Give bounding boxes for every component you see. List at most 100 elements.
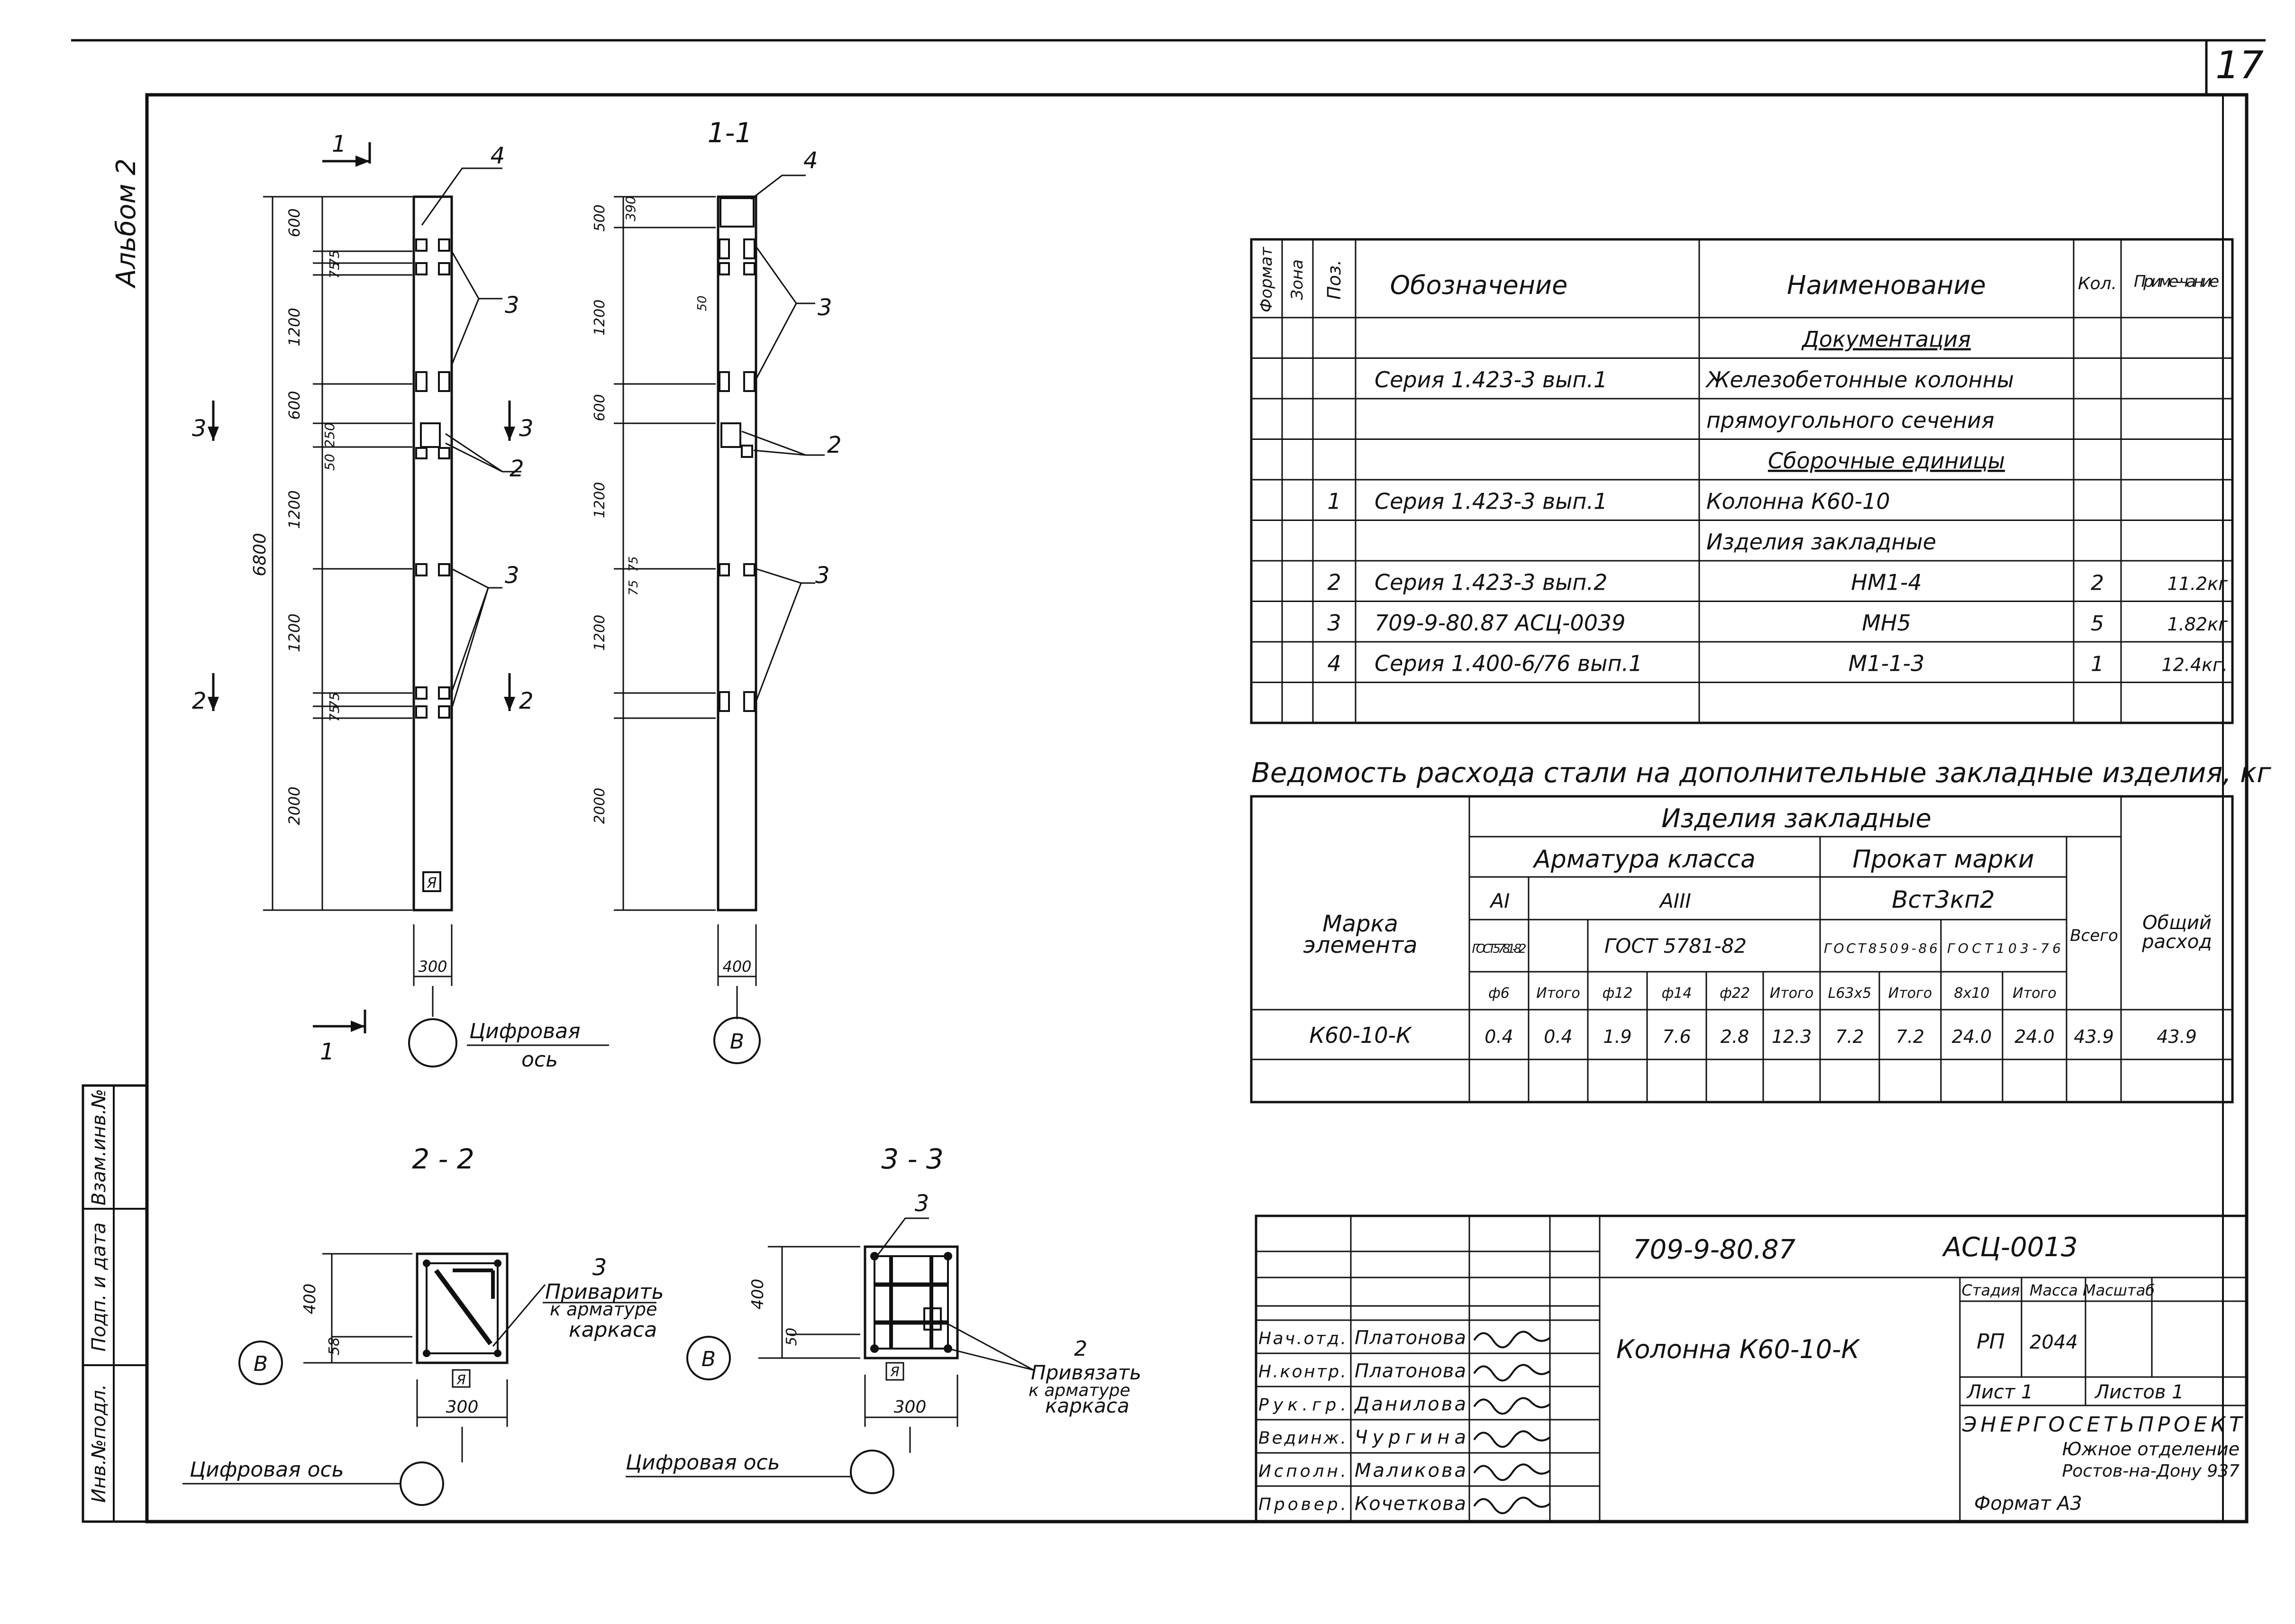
- steel-value: 0.4: [1544, 1026, 1572, 1047]
- title-block: 709-9-80.87 АСЦ-0013 Колонна К60-10-К Ст…: [1255, 1214, 2248, 1523]
- spec-row-qty: 1: [2091, 652, 2104, 676]
- steel-class-ai: АI: [1489, 889, 1510, 912]
- section-1-1-title: 1-1: [708, 117, 753, 149]
- stamp-inv-no: Инв.№подл.: [88, 1384, 110, 1503]
- spec-row-name: Сборочные единицы: [1768, 448, 2005, 474]
- dim-width-300: 300: [418, 958, 447, 976]
- steel-value: 1.9: [1603, 1026, 1631, 1047]
- s3-axis-caption: Цифровая ось: [626, 1451, 780, 1475]
- steel-value: 12.3: [1772, 1026, 1812, 1047]
- spec-row-pos: 2: [1327, 570, 1341, 595]
- sec-dim-75b: 75: [627, 580, 641, 595]
- sec-dim-width-400: 400: [722, 958, 751, 976]
- spec-row-pos: 1: [1327, 489, 1341, 514]
- s3-axis-bubble-bottom: [850, 1450, 894, 1494]
- s2-axis-caption: Цифровая ось: [190, 1458, 344, 1482]
- tb-code: 709-9-80.87: [1633, 1234, 1796, 1265]
- tb-org-2: Южное отделение: [2062, 1439, 2240, 1460]
- s3-note-3: каркаса: [1045, 1394, 1129, 1417]
- tb-role: Провер.: [1258, 1495, 1346, 1514]
- sec-dim-1200b: 1200: [592, 482, 608, 518]
- steel-gost-2: ГОСТ 5781-82: [1604, 934, 1747, 958]
- spec-row-designation: Серия 1.423-3 вып.2: [1375, 570, 1607, 595]
- steel-value: 2.8: [1721, 1026, 1749, 1047]
- sheet-frame: [71, 39, 2266, 1524]
- spec-h-pos: Поз.: [1324, 260, 1345, 300]
- sec-dim-600: 600: [592, 394, 608, 421]
- spec-h-zone: Зона: [1288, 259, 1307, 300]
- spec-row-name: НМ1-4: [1851, 570, 1922, 595]
- steel-sub-header: ф6: [1488, 985, 1510, 1002]
- s3-note-1: Привязать: [1031, 1361, 1141, 1384]
- tb-role: Н.контр.: [1258, 1362, 1346, 1381]
- spec-h-note: Приме-чание: [2134, 272, 2219, 291]
- dim-2000: 2000: [285, 786, 303, 825]
- dim-600: 600: [285, 391, 303, 420]
- steel-value: 43.9: [2157, 1026, 2197, 1047]
- tb-role: Нач.отд.: [1258, 1329, 1346, 1348]
- dim-1200c: 1200: [285, 613, 303, 652]
- spec-row-name: Изделия закладные: [1706, 529, 1936, 555]
- steel-sub-header: Итого: [1536, 985, 1580, 1002]
- pos-3-left-b: 3: [505, 562, 519, 589]
- tb-title: Колонна К60-10-К: [1616, 1334, 1861, 1364]
- sec-dim-500: 500: [592, 204, 608, 231]
- pos-4-left: 4: [491, 143, 505, 169]
- spec-table: Формат Зона Поз. Обозначение Наименовани…: [1250, 238, 2234, 724]
- spec-row-name: Документация: [1801, 327, 1971, 352]
- steel-group-header: Изделия закладные: [1661, 803, 1931, 833]
- dim-1200a: 1200: [285, 308, 303, 346]
- spec-row-qty: 5: [2091, 611, 2104, 636]
- stamp-sign-date: Подп. и дата: [88, 1223, 110, 1351]
- tb-stage-header: Стадия: [1962, 1281, 2020, 1299]
- signature-icon: [1473, 1463, 1551, 1481]
- spec-h-designation: Обозначение: [1390, 270, 1568, 300]
- axis-caption-2: ось: [521, 1048, 558, 1072]
- cut-2-left: 2: [192, 688, 207, 714]
- steel-grade: Вст3кп2: [1892, 886, 1994, 913]
- tb-person: Платонова: [1355, 1360, 1466, 1382]
- pos-3-section-b: 3: [815, 562, 830, 589]
- spec-h-name: Наименование: [1787, 270, 1986, 300]
- spec-row-designation: Серия 1.423-3 вып.1: [1375, 489, 1607, 514]
- spec-row-designation: 709-9-80.87 АСЦ-0039: [1375, 610, 1626, 636]
- steel-sub-header: Итого: [1770, 985, 1813, 1002]
- dim-overall: 6800: [250, 533, 270, 576]
- spec-row-name: Железобетонные колонны: [1705, 367, 2014, 392]
- tb-format: Формат А3: [1974, 1493, 2082, 1515]
- s3-dim-400: 400: [748, 1279, 767, 1310]
- axis-letter-section: В: [730, 1030, 744, 1054]
- spec-row-pos: 3: [1327, 610, 1341, 636]
- s2-axis-letter: В: [254, 1352, 268, 1376]
- steel-table: Ведомость расхода стали на дополнительны…: [1250, 757, 2271, 1104]
- s3-note-2: к арматуре: [1029, 1381, 1130, 1400]
- tb-person: Кочеткова: [1355, 1493, 1466, 1515]
- s3-mark-a: Я: [890, 1364, 899, 1379]
- s3-axis-letter: В: [701, 1347, 716, 1371]
- signature-icon: [1473, 1364, 1551, 1382]
- spec-row-designation: Серия 1.400-6/76 вып.1: [1375, 651, 1642, 676]
- dim-75b: 75: [327, 262, 342, 279]
- s3-dim-300: 300: [894, 1397, 927, 1417]
- dim-50: 50: [322, 454, 337, 471]
- column-elevation: Я 6800 600 75 75 1200 600 250 50: [192, 131, 609, 1072]
- steel-value: 43.9: [2074, 1026, 2114, 1047]
- tb-person: Маликова: [1355, 1460, 1466, 1481]
- s2-dim-300: 300: [446, 1397, 479, 1417]
- s3-dim-50: 50: [783, 1328, 800, 1346]
- steel-total-header: Всего: [2070, 926, 2118, 945]
- tb-role: Рук.гр.: [1258, 1395, 1346, 1414]
- steel-sub-header: Итого: [1888, 985, 1932, 1002]
- pos-2-section: 2: [827, 432, 842, 458]
- s3-top-pos: 3: [915, 1190, 929, 1217]
- album-label: Альбом 2: [111, 158, 142, 289]
- dim-75c: 75: [327, 692, 342, 709]
- sec-dim-390: 390: [623, 196, 638, 221]
- steel-sub-header: ф22: [1720, 985, 1750, 1002]
- steel-sub-header: 8x10: [1954, 985, 1989, 1002]
- stamp-replace-inv: Взам.инв.№: [88, 1089, 110, 1205]
- s2-axis-bubble: [238, 1341, 283, 1385]
- steel-class-aiii: АIII: [1658, 889, 1691, 912]
- spec-row-note: 11.2кг: [2167, 574, 2228, 594]
